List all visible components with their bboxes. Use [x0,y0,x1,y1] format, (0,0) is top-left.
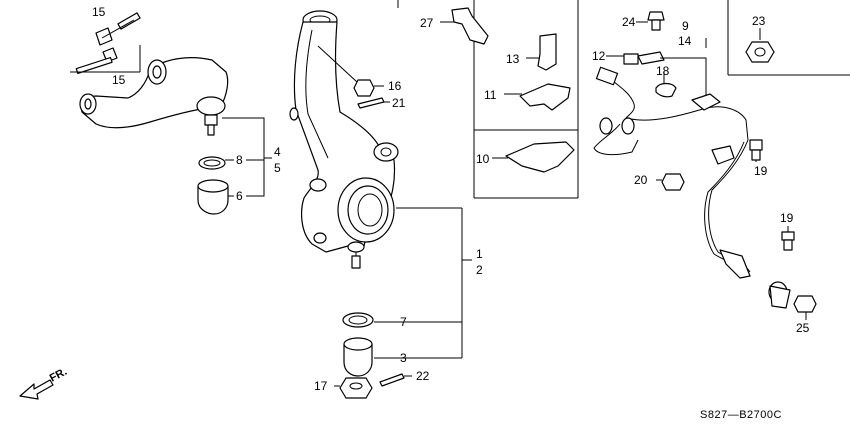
callout-17: 17 [314,379,328,393]
abs-harness [593,38,749,156]
lower-boot-3 [343,337,373,377]
bracket-27 [440,7,489,45]
callout-15a: 15 [92,5,106,19]
bracket-13 [526,33,557,71]
diagram-code: S827—B2700C [700,409,782,421]
callout-22: 22 [416,369,430,383]
callout-12: 12 [592,49,606,63]
callout-11: 11 [484,88,497,102]
callout-1: 1 [476,247,483,261]
upper-arm-bolt-15b [70,45,141,75]
bracket-4-5-lines [222,117,272,197]
callout-19a: 19 [754,164,768,178]
callout-20: 20 [634,173,648,187]
callout-8: 8 [236,153,243,167]
callout-10: 10 [476,152,490,166]
upper-control-arm [79,57,229,136]
callout-24: 24 [622,15,636,29]
bolt-25 [793,295,817,320]
cotter-pin-21 [357,97,390,109]
callout-14: 14 [678,34,692,48]
upper-arm-bolt-15a [95,12,141,46]
washer-20 [656,173,685,191]
nut-23 [745,28,775,63]
callout-3: 3 [400,351,407,365]
castle-nut-17 [334,377,373,399]
callout-2: 2 [476,263,483,277]
cotter-pin-22 [379,373,412,387]
callout-7: 7 [400,315,407,329]
callout-4: 4 [274,145,281,159]
callout-13: 13 [506,52,520,66]
direction-label: FR. [48,366,69,385]
abs-sensor-wire [704,139,791,309]
knuckle-nut-16 [317,45,384,97]
bracket-10 [492,141,575,173]
callout-5: 5 [274,161,281,175]
bolt-24 [636,11,665,31]
callout-23: 23 [752,14,766,28]
callout-18: 18 [656,64,670,78]
callout-27: 27 [420,16,434,30]
bracket-11 [504,83,571,111]
callout-15b: 15 [112,73,126,87]
bolt-19a [749,139,763,162]
lower-boot-7 [342,312,374,328]
callout-21: 21 [392,96,406,110]
callout-6: 6 [236,189,243,203]
hub-bracket-1-2 [374,207,472,359]
ball-joint-boot-8 [198,156,234,170]
steering-knuckle [289,10,399,269]
front-direction-arrow: FR. [19,366,69,400]
callout-19b: 19 [780,211,794,225]
ball-joint-boot-6 [197,179,234,215]
callout-25: 25 [796,321,810,335]
callout-labels: 15 15 4 5 8 6 16 21 1 2 7 3 17 22 27 13 … [92,5,810,393]
callout-16: 16 [388,79,402,93]
callout-9: 9 [682,19,689,33]
bolt-19b [781,226,795,251]
